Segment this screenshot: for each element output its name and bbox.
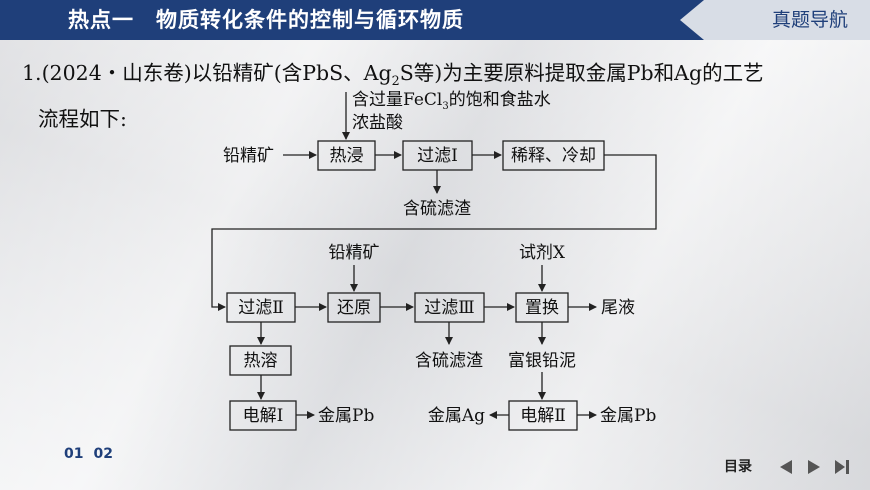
connector-dilute-to-filter2 [211, 154, 657, 311]
section-title: 热点一 物质转化条件的控制与循环物质 [68, 8, 464, 32]
toc-button[interactable]: 目录 [724, 459, 752, 475]
page-link-02[interactable]: 02 [93, 446, 113, 462]
box-replace-label: 置换 [525, 298, 559, 318]
page-numbers: 01 02 [64, 446, 123, 462]
box-filter2-label: 过滤Ⅱ [238, 298, 284, 318]
nav-tab[interactable]: 真题导航 [680, 0, 870, 40]
nav-tab-label: 真题导航 [771, 9, 848, 31]
question-text: 1.(2024・山东卷)以铅精矿(含PbS、Ag2S等)为主要原料提取金属Pb和… [22, 61, 764, 132]
question-line2: 流程如下: [38, 107, 127, 132]
triangle-right-icon[interactable] [804, 458, 824, 476]
box-hot-dissolve-label: 热溶 [244, 351, 278, 371]
box-filter3-label: 过滤Ⅲ [424, 298, 474, 318]
reagent1-line1: 含过量FeCl3的饱和食盐水 [352, 90, 551, 112]
box-electro1-label: 电解Ⅰ [243, 406, 284, 426]
silver-mud: 富银铅泥 [508, 351, 576, 371]
box-reduce-label: 还原 [337, 298, 371, 318]
product-ag: 金属Ag [428, 406, 485, 426]
raw-material: 铅精矿 [223, 146, 274, 166]
triangle-left-icon[interactable] [776, 458, 796, 476]
residue1: 含硫滤渣 [403, 199, 471, 219]
page-link-01[interactable]: 01 [64, 446, 84, 462]
skip-end-icon[interactable] [832, 458, 852, 476]
question-number: 1. [22, 61, 42, 85]
raw-material2: 铅精矿 [329, 243, 380, 263]
box-dilute-label: 稀释、冷却 [511, 146, 596, 166]
box-electro2-label: 电解Ⅱ [520, 406, 566, 426]
box-filter1-label: 过滤Ⅰ [417, 146, 458, 166]
product-pb2: 金属Pb [600, 406, 656, 426]
residue2: 含硫滤渣 [415, 351, 483, 371]
box-leach-label: 热浸 [330, 146, 364, 166]
product-pb1: 金属Pb [318, 406, 374, 426]
header-bar: 热点一 物质转化条件的控制与循环物质 真题导航 [0, 0, 870, 40]
reagent1-line2: 浓盐酸 [352, 113, 403, 133]
tail-liquid: 尾液 [601, 298, 635, 318]
reagent-x: 试剂X [519, 243, 566, 263]
